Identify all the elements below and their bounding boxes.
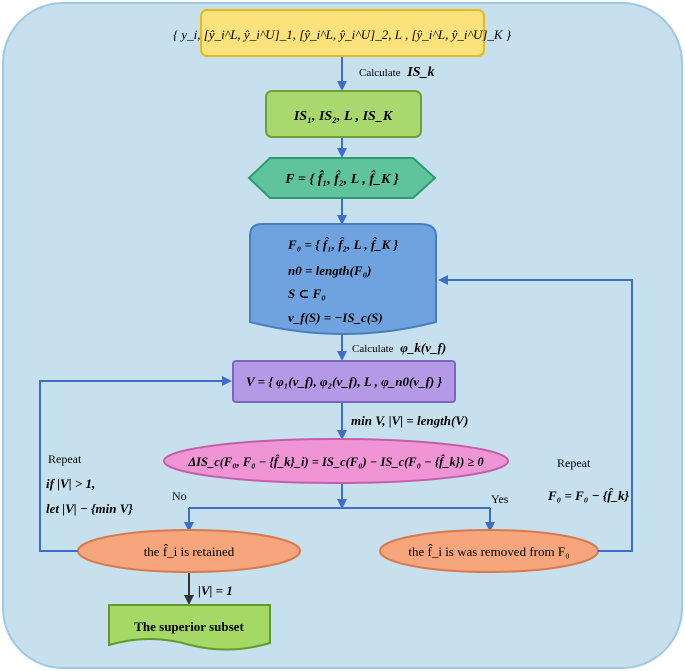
calc-is-symbol: IS_k xyxy=(406,65,434,80)
repeat-left-label: Repeat xyxy=(48,452,82,466)
game-n0-text: n0 = length(F₀) xyxy=(288,263,371,278)
retained-text: the f̂_i is retained xyxy=(144,544,235,559)
final-text: The superior subset xyxy=(134,619,244,634)
game-f0-text: F₀ = { f̂₁, f̂₂, L , f̂_K } xyxy=(287,237,399,252)
removed-text: the f̂_i is was removed from F₀ xyxy=(408,544,569,559)
v-set-text: V = { φ₁(v_f), φ₂(v_f), L , φ_n0(v_f) } xyxy=(246,374,442,389)
yes-label: Yes xyxy=(491,492,509,506)
calc-is-label: Calculate IS_k xyxy=(359,65,435,80)
final-box-shape xyxy=(108,604,271,651)
right-repeat-loop xyxy=(438,275,633,552)
calc-phi-word: Calculate xyxy=(352,343,394,355)
game-drum-shape xyxy=(249,223,437,335)
condition-text: ΔIS_c(F₀, F₀ − {f̂_k}_i) = IS_c(F₀) − IS… xyxy=(187,454,484,469)
condition-ellipse xyxy=(163,438,509,484)
game-v-text: v_f(S) = −IS_c(S) xyxy=(288,310,383,325)
calc-phi-label: Calculate φ_k(v_f) xyxy=(352,340,446,355)
feature-set-hexagon xyxy=(247,157,437,199)
input-text: { y_i, [ŷ_i^L, ŷ_i^U]_1, [ŷ_i^L, ŷ_i^U]_… xyxy=(173,27,512,42)
feature-set-text: F = { f̂₁, f̂₂, L , f̂_K } xyxy=(284,169,399,187)
is-list-box xyxy=(265,90,422,138)
v-set-box xyxy=(232,360,456,403)
input-box xyxy=(200,9,485,57)
left-repeat-loop xyxy=(39,376,232,552)
calc-is-word: Calculate xyxy=(359,67,401,79)
no-label: No xyxy=(172,489,187,503)
f0-update-label: F₀ = F₀ − {f̂_k} xyxy=(547,488,630,503)
is-list-text: IS₁, IS₂, L , IS_K xyxy=(293,109,394,124)
calc-phi-symbol: φ_k(v_f) xyxy=(400,340,446,355)
min-v-label: min V, |V| = length(V) xyxy=(351,413,468,428)
let-condition-label: let |V| − {min V} xyxy=(46,501,133,516)
if-condition-label: if |V| > 1, xyxy=(46,476,95,491)
repeat-right-label: Repeat xyxy=(557,456,591,470)
game-s-text: S ⊂ F₀ xyxy=(288,286,326,301)
v-eq-1-label: |V| = 1 xyxy=(198,583,233,598)
